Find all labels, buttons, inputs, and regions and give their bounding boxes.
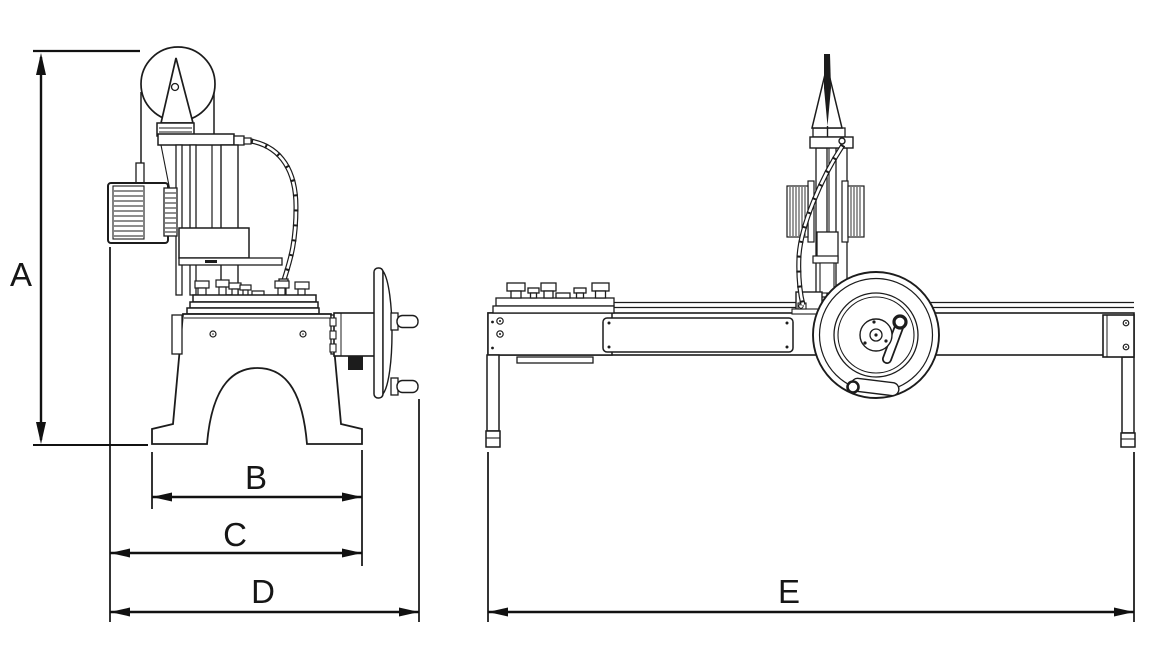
handwheel-edge bbox=[373, 267, 419, 399]
dimension-d bbox=[110, 607, 419, 617]
under-ledge bbox=[516, 356, 594, 364]
beam-panel bbox=[602, 317, 794, 353]
crank-arm bbox=[882, 322, 904, 364]
dim-c-label: C bbox=[223, 516, 247, 553]
table-bolts bbox=[194, 279, 310, 297]
crosshead-bar bbox=[157, 133, 235, 146]
dimension-e bbox=[488, 607, 1134, 617]
crank-knob bbox=[892, 314, 908, 330]
beam-left-plate bbox=[487, 312, 613, 356]
slot-ring bbox=[846, 380, 860, 394]
dimension-lines bbox=[33, 49, 1135, 622]
handwheel-face bbox=[812, 271, 940, 399]
leg-right bbox=[1120, 356, 1136, 448]
slide-block bbox=[178, 227, 250, 259]
dimension-a bbox=[33, 49, 148, 446]
leg-left bbox=[485, 354, 501, 448]
dim-d-label: D bbox=[251, 573, 275, 610]
dim-b-label: B bbox=[245, 459, 267, 496]
column-right bbox=[220, 144, 239, 296]
clamp-left bbox=[171, 314, 183, 355]
dim-a-label: A bbox=[10, 256, 32, 293]
dim-e-label: E bbox=[778, 573, 800, 610]
top-plate bbox=[492, 282, 615, 314]
beam-end-block bbox=[1102, 314, 1135, 358]
dimension-c bbox=[110, 548, 362, 558]
flex-hose bbox=[250, 138, 299, 281]
front-view bbox=[107, 46, 419, 445]
pointer-hole bbox=[170, 82, 180, 92]
worktable bbox=[192, 294, 317, 303]
cable-eyelet bbox=[838, 137, 846, 145]
column-mid bbox=[189, 144, 197, 296]
gearbox bbox=[329, 312, 377, 370]
dimension-b bbox=[152, 492, 362, 502]
counterweight bbox=[107, 162, 178, 244]
side-view bbox=[485, 54, 1136, 448]
mast-cable bbox=[796, 143, 846, 306]
slide-flange bbox=[178, 257, 283, 266]
motor-fins-right bbox=[841, 180, 865, 243]
pointer-needle bbox=[824, 54, 831, 126]
base-casting bbox=[151, 313, 363, 445]
